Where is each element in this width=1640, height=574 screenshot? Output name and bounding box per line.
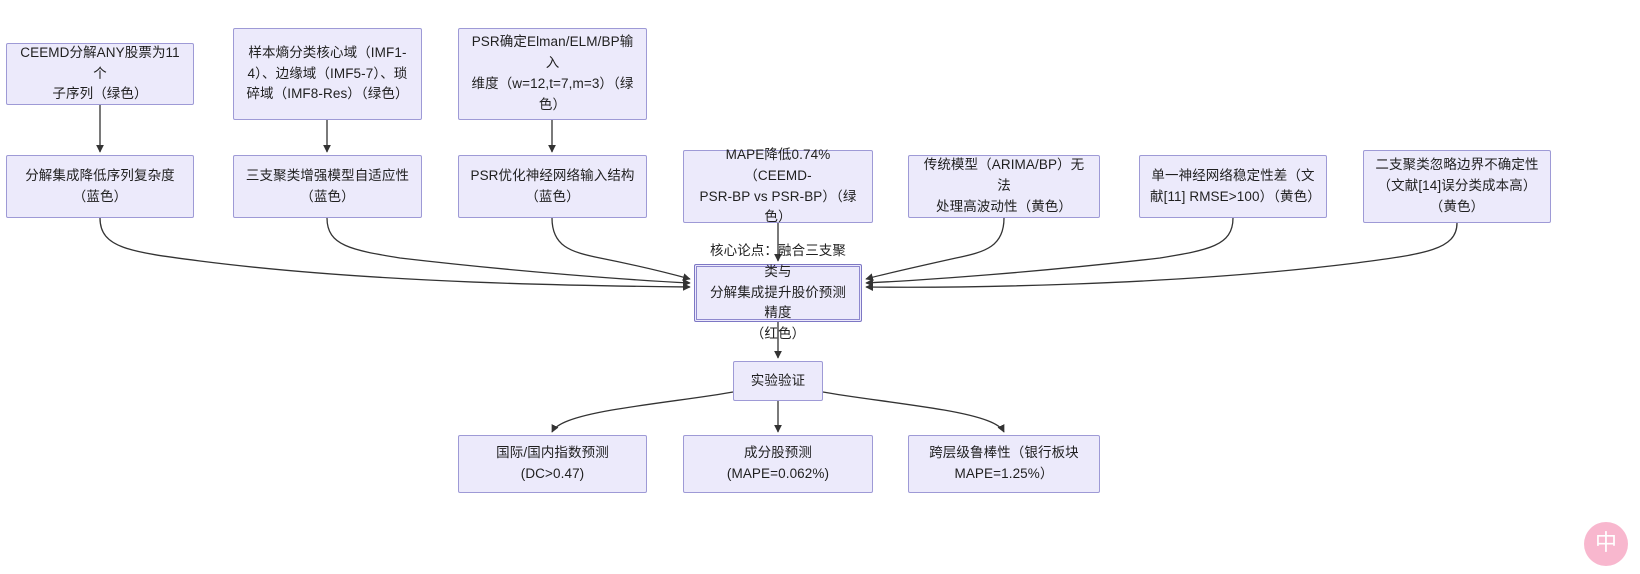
node-label: 三支聚类增强模型自适应性 （蓝色） [245,167,410,204]
node-traditional-models-limitation[interactable]: 传统模型（ARIMA/BP）无法 处理高波动性（黄色） [908,155,1100,218]
node-three-way-clustering-adaptivity[interactable]: 三支聚类增强模型自适应性 （蓝色） [233,155,422,218]
edge-n10-core [865,222,1458,291]
node-experimental-verification[interactable]: 实验验证 [733,361,823,401]
node-label: 实验验证 [750,372,806,388]
node-label: 跨层级鲁棒性（银行板块 MAPE=1.25%） [929,445,1079,481]
node-label: CEEMD分解ANY股票为11个 子序列（绿色） [20,44,180,102]
node-psr-input-dimension[interactable]: PSR确定Elman/ELM/BP输入 维度（w=12,t=7,m=3）（绿 色… [458,28,647,120]
edge-n4-core [99,217,691,291]
edge-n9-core [865,217,1234,287]
node-label: 成分股预测 (MAPE=0.062%) [726,445,830,481]
node-label: PSR确定Elman/ELM/BP输入 维度（w=12,t=7,m=3）（绿 色… [471,34,634,112]
edge-n6-core [551,217,691,281]
node-mape-improvement[interactable]: MAPE降低0.74%（CEEMD- PSR-BP vs PSR-BP）（绿 色… [683,147,873,224]
edge-n8-core [865,217,1005,281]
node-label: 传统模型（ARIMA/BP）无法 处理高波动性（黄色） [923,157,1085,214]
node-psr-optimizes-nn-input[interactable]: PSR优化神经网络输入结构 （蓝色） [458,155,647,218]
node-cross-level-robustness-result[interactable]: 跨层级鲁棒性（银行板块 MAPE=1.25%） [908,435,1100,493]
node-sample-entropy-classification[interactable]: 样本熵分类核心域（IMF1- 4）、边缘域（IMF5-7）、琐 碎域（IMF8-… [233,28,422,120]
node-label: MAPE降低0.74%（CEEMD- PSR-BP vs PSR-BP）（绿 色… [699,146,857,225]
node-label: 单一神经网络稳定性差（文 献[11] RMSE>100）（黄色） [1150,167,1321,204]
node-index-prediction-result[interactable]: 国际/国内指数预测 (DC>0.47) [458,435,647,493]
node-two-way-clustering-limitation[interactable]: 二支聚类忽略边界不确定性 （文献[14]误分类成本高） （黄色） [1363,150,1551,223]
node-label: PSR优化神经网络输入结构 （蓝色） [470,167,635,204]
edge-n11-n14 [822,391,1005,433]
node-ceemd-decomposition[interactable]: CEEMD分解ANY股票为11个 子序列（绿色） [6,43,194,105]
node-label: 二支聚类忽略边界不确定性 （文献[14]误分类成本高） （黄色） [1375,157,1539,214]
node-label: 样本熵分类核心域（IMF1- 4）、边缘域（IMF5-7）、琐 碎域（IMF8-… [246,44,409,102]
node-single-nn-instability[interactable]: 单一神经网络稳定性差（文 献[11] RMSE>100）（黄色） [1139,155,1327,218]
node-constituent-stock-result[interactable]: 成分股预测 (MAPE=0.062%) [683,435,873,493]
node-label: 国际/国内指数预测 (DC>0.47) [496,445,609,481]
watermark-badge: 中 [1584,522,1628,566]
edge-n11-n12 [551,391,734,433]
watermark-glyph: 中 [1594,531,1617,556]
node-label: 核心论点：融合三支聚类与 分解集成提升股价预测精度 （红色） [710,242,846,342]
node-label: 分解集成降低序列复杂度 （蓝色） [25,167,175,204]
node-decomposition-reduces-complexity[interactable]: 分解集成降低序列复杂度 （蓝色） [6,155,194,218]
node-core-claim[interactable]: 核心论点：融合三支聚类与 分解集成提升股价预测精度 （红色） [694,243,862,341]
edge-n5-core [326,217,691,287]
